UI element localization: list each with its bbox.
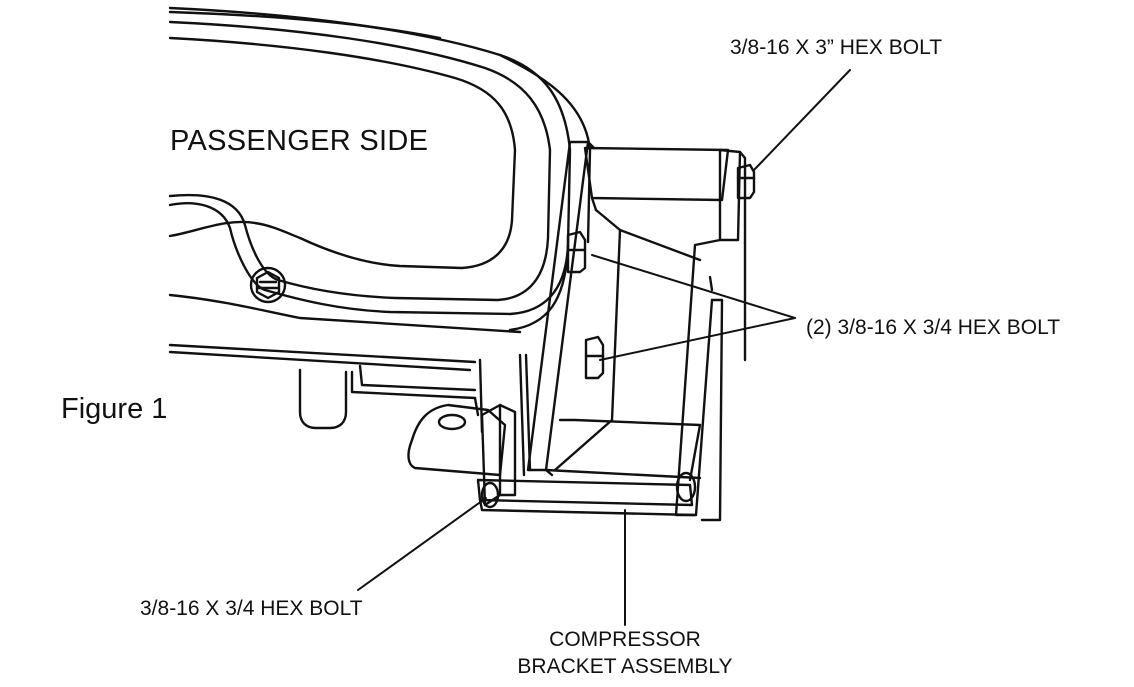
assembly-callout-line2: BRACKET ASSEMBLY [517,655,733,678]
assembly-callout-line1: COMPRESSOR [549,628,701,651]
assembly-callout: COMPRESSOR BRACKET ASSEMBLY [500,626,750,680]
compressor-bracket [407,140,747,522]
figure-caption: Figure 1 [61,393,168,425]
top-bolt-callout: 3/8-16 X 3” HEX BOLT [730,36,943,59]
leader-lines [357,69,851,626]
pair-bolts-callout: (2) 3/8-16 X 3/4 HEX BOLT [806,316,1061,339]
hex-bolt-lower [584,335,605,380]
hex-bolt-top [736,163,756,200]
passenger-side-label: PASSENGER SIDE [170,125,429,157]
hex-bolt-upper [566,230,587,274]
lower-bolt-callout: 3/8-16 X 3/4 HEX BOLT [140,597,363,620]
